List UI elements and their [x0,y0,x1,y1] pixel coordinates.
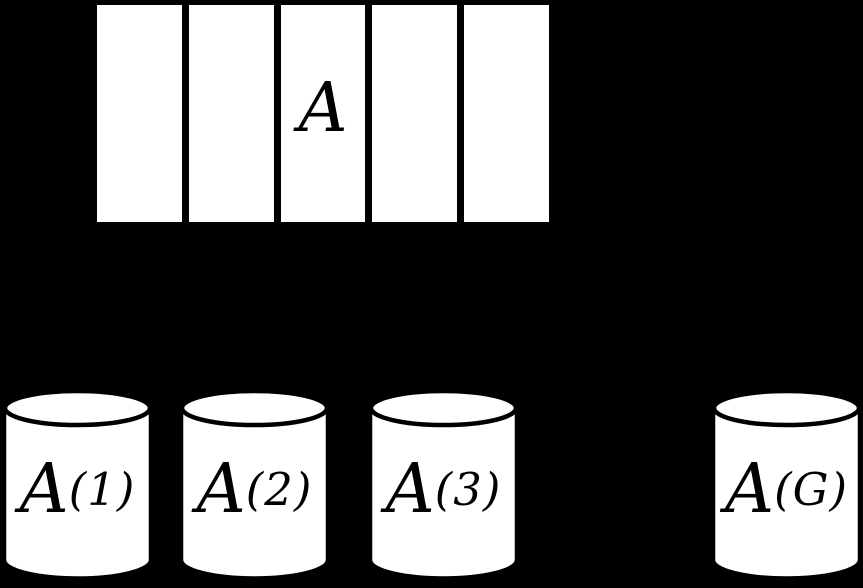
cylinder-a1-label: A(1) [2,388,153,584]
cylinder-a1-label-sup: (1) [68,462,136,516]
cylinder-shape [2,388,153,580]
cylinder-a3-label-base: A [385,450,435,529]
cylinder-a2-label-sup: (2) [245,462,313,516]
cylinder-a2-label: A(2) [179,388,330,584]
cylinder-aG-label-base: A [725,450,775,529]
cylinder-a2: A(2) [179,388,330,584]
matrix-column-5 [463,4,550,223]
cylinder-aG-label: A(G) [711,388,862,584]
cylinder-aG-label-sup: (G) [774,462,848,516]
cylinder-aG: A(G) [711,388,862,584]
matrix-column-1 [96,4,183,223]
matrix-column-4 [371,4,459,223]
cylinder-a1-label-base: A [19,450,69,529]
cylinder-a3: A(3) [368,388,519,584]
cylinder-a3-label-sup: (3) [434,462,502,516]
matrix-column-2 [187,4,275,223]
cylinder-a2-label-base: A [196,450,246,529]
cylinder-a1: A(1) [2,388,153,584]
cylinder-shape [711,388,862,580]
cylinder-shape [179,388,330,580]
cylinder-a3-label: A(3) [368,388,519,584]
cylinder-shape [368,388,519,580]
matrix-a: A [96,4,550,223]
matrix-column-3 [279,4,367,223]
